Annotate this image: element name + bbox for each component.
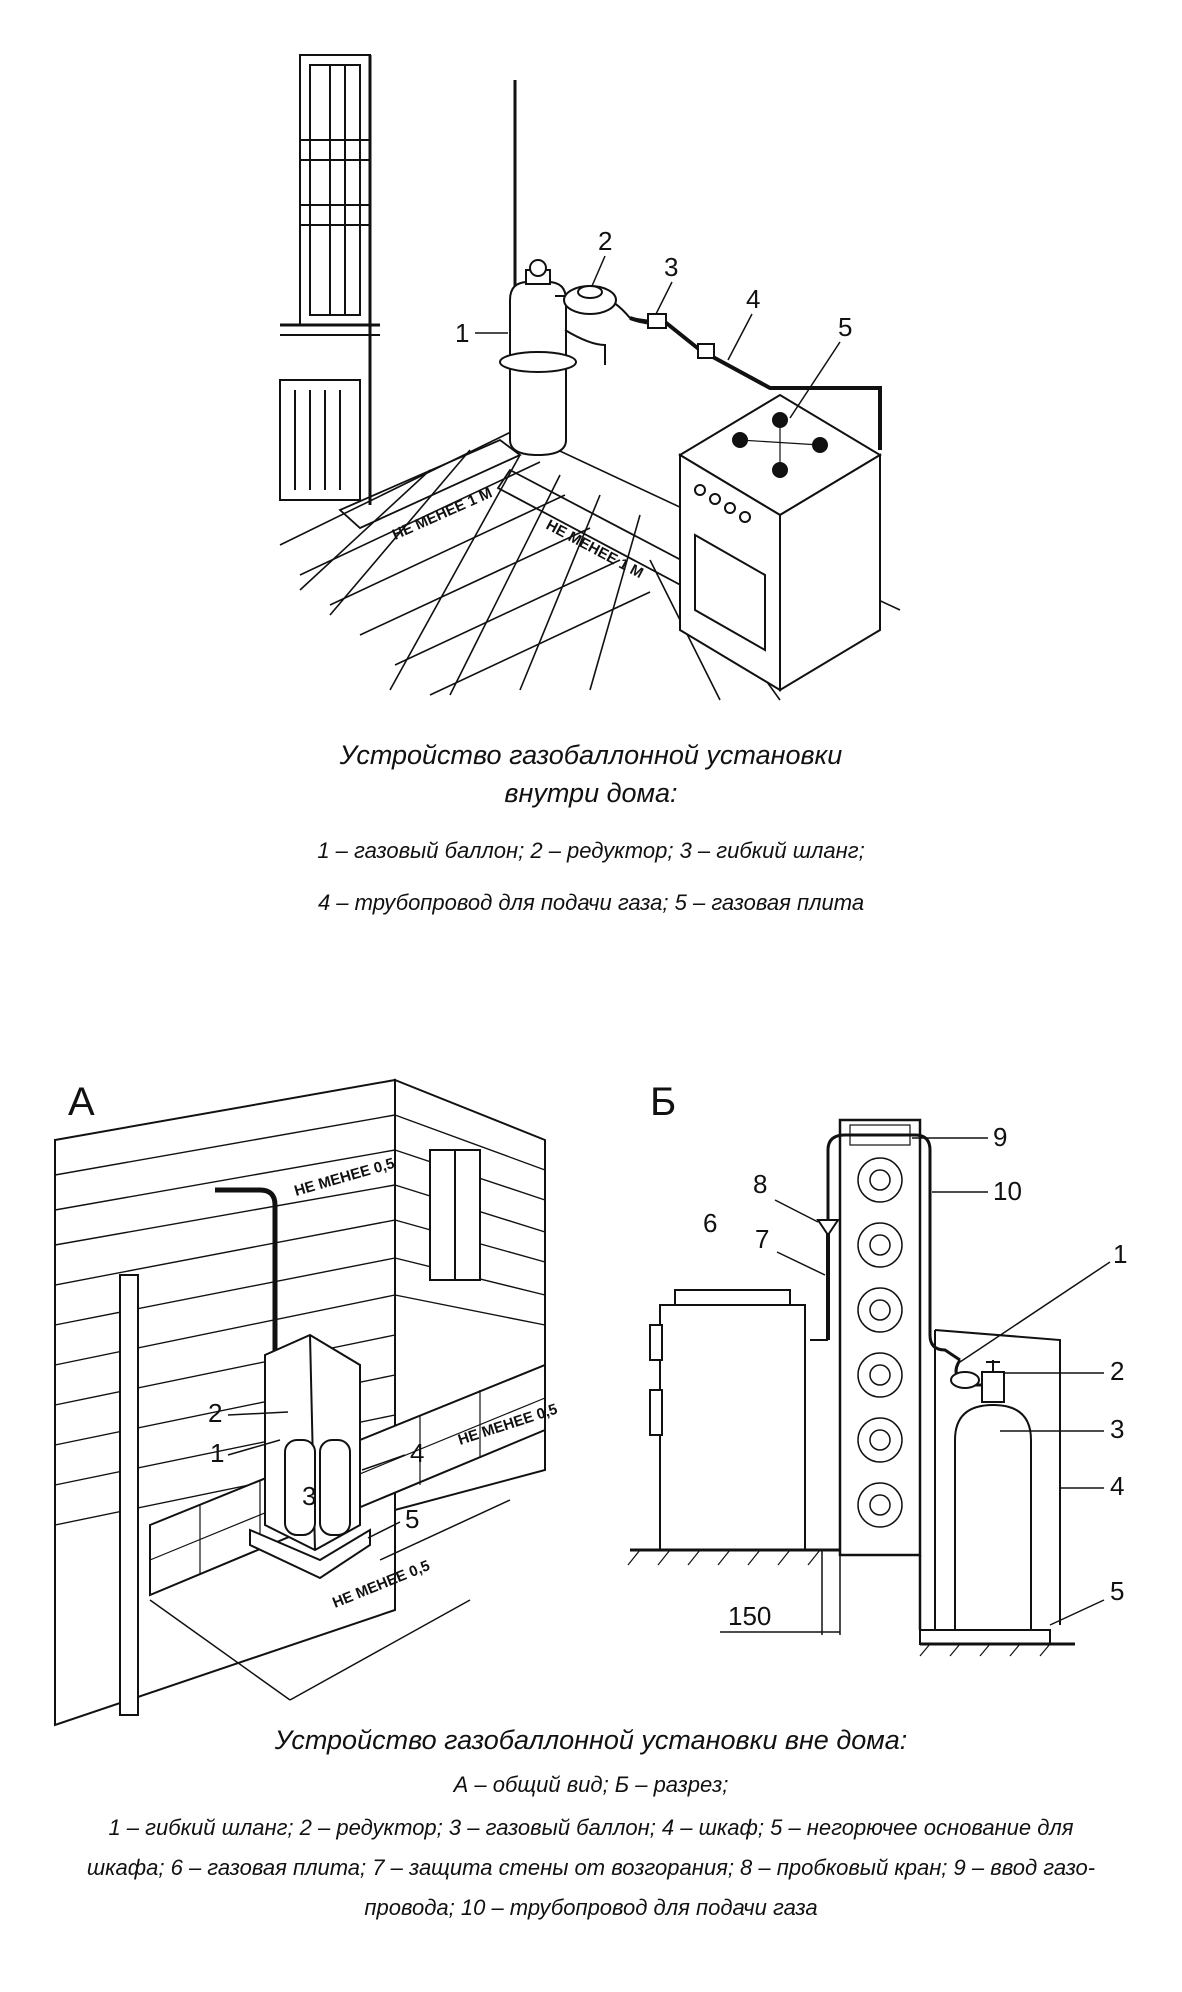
clearance-strip-a [338, 438, 522, 530]
figure2a-drawing [54, 1078, 546, 1727]
panel-a-letter: А [68, 1080, 95, 1124]
figure2-legend-2: 1 – гибкий шланг; 2 – редуктор; 3 – газо… [108, 1815, 1074, 1840]
figure1-drawing [279, 54, 901, 701]
label-b1: 1 [1113, 1239, 1127, 1269]
label-a4: 4 [410, 1438, 424, 1468]
figure2-legend-4: провода; 10 – трубопровод для подачи газ… [364, 1895, 818, 1920]
label-a1: 1 [210, 1438, 224, 1468]
label-a2: 2 [208, 1398, 222, 1428]
label-b3: 3 [1110, 1414, 1124, 1444]
label-b8: 8 [753, 1169, 767, 1199]
figure2-legend-1: А – общий вид; Б – разрез; [453, 1772, 729, 1797]
label-a3: 3 [302, 1481, 316, 1511]
label-b9: 9 [993, 1122, 1007, 1152]
label-2: 2 [598, 226, 612, 256]
window [280, 54, 380, 336]
label-b4: 4 [1110, 1471, 1124, 1501]
label-b6: 6 [703, 1208, 717, 1238]
figure2b-drawing [627, 1118, 1075, 1657]
label-1: 1 [455, 318, 469, 348]
figure2-legend-3: шкафа; 6 – газовая плита; 7 – защита сте… [86, 1855, 1096, 1880]
label-b2: 2 [1110, 1356, 1124, 1386]
figure2-caption-title: Устройство газобаллонной установки вне д… [274, 1725, 908, 1755]
figure1-caption-title-2: внутри дома: [504, 778, 678, 808]
dimension-150: 150 [728, 1601, 771, 1631]
label-a5: 5 [405, 1504, 419, 1534]
figure1-legend-2: 4 – трубопровод для подачи газа; 5 – газ… [317, 890, 865, 915]
label-4: 4 [746, 284, 760, 314]
gas-cylinder [499, 259, 577, 457]
figure1-legend-1: 1 – газовый баллон; 2 – редуктор; 3 – ги… [317, 838, 865, 863]
label-b7: 7 [755, 1224, 769, 1254]
clearance-strip-b [496, 468, 702, 592]
figure2b-labels: Б 6 8 7 9 10 1 2 3 4 5 150 [650, 1080, 1127, 1631]
pipe-connector [697, 343, 715, 359]
label-b5: 5 [1110, 1576, 1124, 1606]
figure1-caption-title-1: Устройство газобаллонной установки [339, 740, 843, 770]
label-5: 5 [838, 312, 852, 342]
regulator [555, 285, 659, 365]
label-3: 3 [664, 252, 678, 282]
gas-stove [678, 393, 882, 692]
radiator [279, 379, 361, 501]
panel-b-letter: Б [650, 1080, 676, 1124]
label-b10: 10 [993, 1176, 1022, 1206]
hose-connector [647, 313, 667, 329]
